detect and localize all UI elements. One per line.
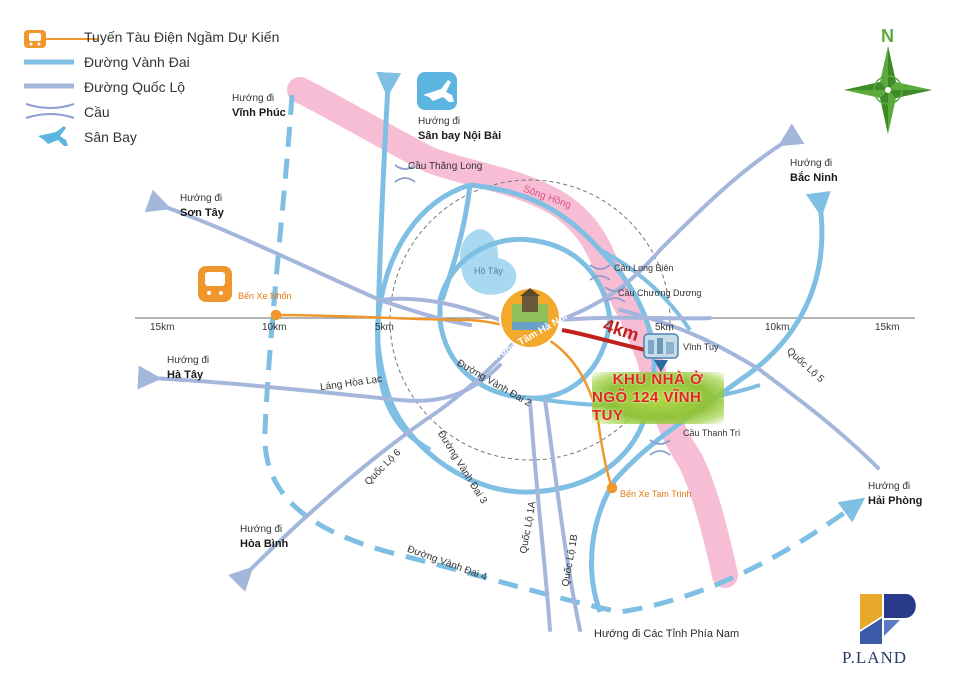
ring-2-north (439, 184, 473, 301)
project-title-line1: KHU NHÀ Ở (612, 371, 704, 388)
compass-icon (844, 46, 932, 134)
west-lake (460, 229, 517, 295)
scale-tick: 15km (150, 322, 175, 333)
scale-tick: 10km (765, 322, 790, 333)
airport-icon (417, 72, 457, 110)
label-cau-thang-long: Cầu Thăng Long (408, 161, 483, 172)
metro-station-icon (198, 266, 232, 302)
legend-metro: Tuyến Tàu Điện Ngầm Dự Kiến (84, 29, 280, 45)
national-roads (137, 123, 880, 632)
ring-road-4 (262, 94, 866, 615)
label-cau-long-bien: Cầu Long Biên (614, 263, 674, 273)
direction-son-tay: Hướng đi Sơn Tây (180, 193, 224, 219)
label-ben-xe-nhon: Bến Xe Nhổn (238, 291, 292, 301)
label-cau-chuong-duong: Cầu Chương Dương (618, 288, 702, 298)
scale-tick: 15km (875, 322, 900, 333)
scale-tick: 5km (375, 322, 394, 333)
brand-name: P.LAND (842, 648, 908, 667)
ring-road-2 (437, 236, 613, 401)
legend-ring-road: Đường Vành Đai (84, 54, 190, 70)
direction-southern-provinces: Hướng đi Các Tỉnh Phía Nam (594, 628, 740, 640)
legend-bridge: Cầu (84, 104, 110, 120)
label-ben-xe-tam-trinh: Bến Xe Tam Trinh (620, 489, 692, 499)
project-title-line2: NGÕ 124 VĨNH TUY (592, 389, 702, 424)
direction-vinh-phuc: Hướng đi Vĩnh Phúc (232, 93, 286, 119)
red-river (287, 77, 738, 588)
direction-hai-phong: Hướng đi Hải Phòng (868, 481, 923, 507)
legend-airport: Sân Bay (84, 129, 137, 145)
legend-swatches (24, 30, 98, 146)
direction-bac-ninh: Hướng đi Bắc Ninh (790, 158, 838, 184)
label-ho-tay: Hồ Tây (474, 266, 503, 276)
pland-logo-icon (860, 594, 916, 644)
project-banner: KHU NHÀ Ở NGÕ 124 VĨNH TUY (592, 371, 724, 424)
label-cau-thanh-tri: Cầu Thanh Trì (683, 428, 741, 438)
direction-ha-tay: Hướng đi Hà Tây (167, 355, 210, 381)
highway-noi-bai (375, 71, 432, 453)
legend-national-road: Đường Quốc Lộ (84, 79, 186, 95)
direction-noi-bai: Hướng đi Sân bay Nội Bài (418, 116, 502, 142)
label-vinh-tuy: Vĩnh Tuy (683, 342, 719, 352)
compass-north-label: N (881, 26, 894, 46)
direction-hoa-binh: Hướng đi Hòa Bình (240, 524, 289, 550)
hanoi-center-marker (499, 287, 561, 349)
project-marker (643, 333, 679, 372)
bridge-symbols (394, 164, 671, 456)
scale-tick: 10km (262, 322, 287, 333)
scale-tick: 5km (655, 322, 674, 333)
